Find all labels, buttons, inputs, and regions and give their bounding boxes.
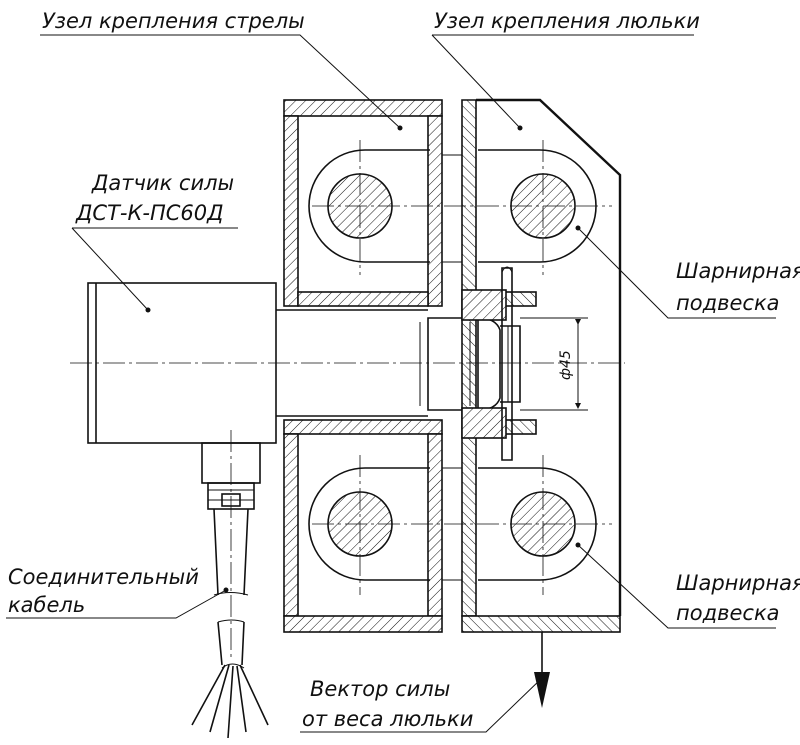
hinge-bottom-label-line1: Шарнирная: [676, 571, 800, 595]
sensor-label-line1: Датчик силы: [91, 171, 234, 195]
center-lines: [70, 140, 625, 660]
cable-label-line2: кабель: [8, 593, 85, 617]
force-sensor-body: [87, 266, 521, 461]
force-vector-arrow: [534, 632, 550, 708]
hinge-top-label-line2: подвеска: [676, 291, 780, 315]
boom-mount-label: Узел крепления стрелы: [42, 9, 305, 33]
connecting-cable: [191, 508, 269, 739]
diameter-label: ф45: [558, 350, 574, 380]
leader-lines: [6, 34, 776, 733]
diameter-dimension: ф45: [520, 317, 588, 411]
force-label-line1: Вектор силы: [310, 677, 450, 701]
hinge-bottom-label-line2: подвеска: [676, 601, 780, 625]
sensor-label-line2: ДСТ-К-ПС60Д: [75, 201, 224, 225]
cradle-mount-label: Узел крепления люльки: [434, 9, 700, 33]
force-label-line2: от веса люльки: [302, 707, 473, 731]
cable-label-line1: Соединительный: [8, 565, 199, 589]
cradle-mount-bracket: [461, 98, 622, 633]
labels: Узел крепления стрелы Узел крепления люл…: [8, 9, 800, 731]
hinge-top-label-line1: Шарнирная: [676, 259, 800, 283]
boom-mount-bracket: [283, 99, 443, 633]
